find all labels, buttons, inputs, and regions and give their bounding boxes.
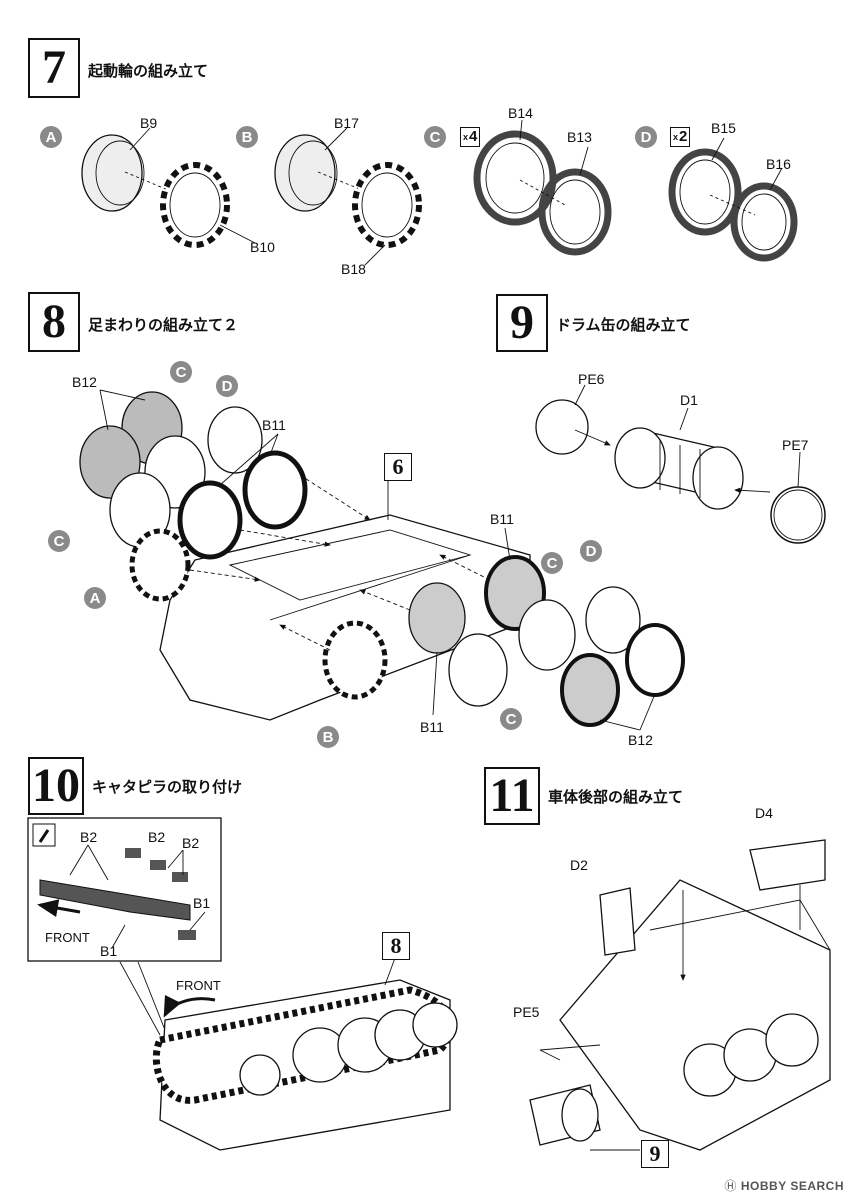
step-reference-box: 8 xyxy=(382,932,410,960)
front-direction-label: FRONT xyxy=(176,978,221,993)
step-title: ドラム缶の組み立て xyxy=(556,317,691,334)
watermark-text: HOBBY SEARCH xyxy=(740,1179,844,1193)
variant-letter: C xyxy=(424,126,446,148)
variant-letter: C xyxy=(48,530,70,552)
step10-art xyxy=(27,817,458,1151)
multiplier-value: 2 xyxy=(679,128,688,145)
part-label: D2 xyxy=(570,857,588,873)
part-label: B10 xyxy=(250,239,275,255)
part-label: B16 xyxy=(766,156,791,172)
hobby-search-logo-icon: Ⓗ xyxy=(724,1179,737,1193)
part-label: B15 xyxy=(711,120,736,136)
part-label: B17 xyxy=(334,115,359,131)
variant-letter: A xyxy=(84,587,106,609)
step-reference-box: 9 xyxy=(641,1140,669,1168)
part-label: PE6 xyxy=(578,371,605,387)
variant-letter: C xyxy=(541,552,563,574)
part-label: B18 xyxy=(341,261,366,277)
multiplier-prefix: x xyxy=(673,132,679,142)
variant-letter: D xyxy=(635,126,657,148)
step7-art xyxy=(81,119,798,266)
step-number-box: 7 xyxy=(28,38,80,98)
part-label: B12 xyxy=(628,732,653,748)
part-label: B11 xyxy=(420,719,444,735)
step-reference-box: 6 xyxy=(384,453,412,481)
step8-art xyxy=(79,389,685,731)
step9-art xyxy=(535,384,826,544)
step-title: 起動輪の組み立て xyxy=(88,63,209,80)
variant-letter: B xyxy=(317,726,339,748)
part-label: B1 xyxy=(100,943,118,959)
variant-letter: C xyxy=(500,708,522,730)
variant-letter: D xyxy=(580,540,602,562)
front-direction-label: FRONT xyxy=(45,930,90,945)
part-label: B11 xyxy=(262,417,286,433)
part-label: B12 xyxy=(72,374,97,390)
part-label: B2 xyxy=(182,835,200,851)
step-number-box: 11 xyxy=(484,767,540,825)
step-title: 車体後部の組み立て xyxy=(548,789,684,806)
variant-letter: C xyxy=(170,361,192,383)
part-label: B2 xyxy=(80,829,98,845)
part-label: B13 xyxy=(567,129,592,145)
part-label: PE7 xyxy=(782,437,809,453)
variant-letter: A xyxy=(40,126,62,148)
part-label: B1 xyxy=(193,895,211,911)
multiplier-value: 4 xyxy=(469,128,478,145)
part-label: B2 xyxy=(148,829,166,845)
part-label: PE5 xyxy=(513,1004,540,1020)
variant-letter: B xyxy=(236,126,258,148)
variant-letter: D xyxy=(216,375,238,397)
step-number-box: 8 xyxy=(28,292,80,352)
part-label: D4 xyxy=(755,805,773,821)
step-title: キャタピラの取り付け xyxy=(92,779,243,796)
multiplier-prefix: x xyxy=(463,132,469,142)
step-number-box: 9 xyxy=(496,294,548,352)
part-label: D1 xyxy=(680,392,698,408)
step11-art xyxy=(529,839,831,1151)
step-title: 足まわりの組み立て２ xyxy=(88,317,239,334)
part-label: B14 xyxy=(508,105,533,121)
part-label: B11 xyxy=(490,511,514,527)
part-label: B9 xyxy=(140,115,158,131)
step-number-box: 10 xyxy=(28,757,84,815)
